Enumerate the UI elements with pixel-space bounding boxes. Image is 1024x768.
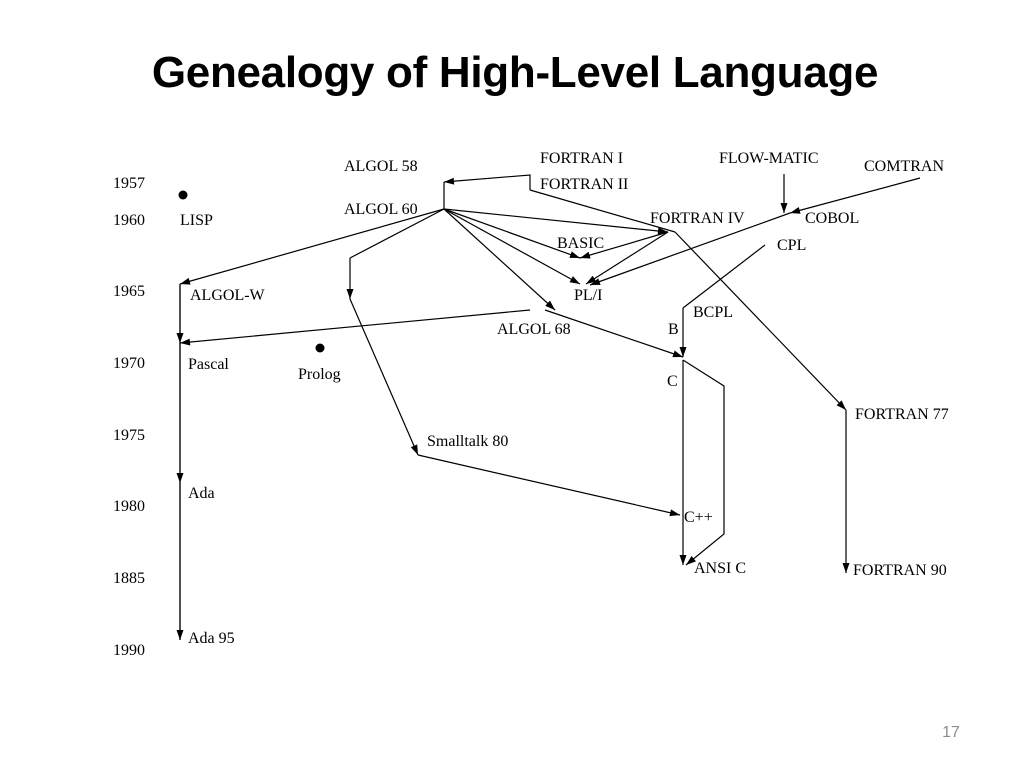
node-c: C	[667, 373, 678, 390]
edge-fortran-i-to-algol-58-arrowhead	[444, 177, 455, 185]
edge-algol-68-to-pascal-arrowhead	[180, 338, 191, 346]
edge-smalltalk-line	[349, 298, 419, 456]
edge-smalltalk-80-to-c-plus-plus	[417, 454, 681, 516]
node-c-plus-plus: C++	[684, 509, 713, 526]
edge-smalltalk-branch-lead-arrowhead	[346, 289, 354, 299]
edge-fortran-iv-to-pl-i	[585, 231, 669, 285]
lisp-origin-dot	[178, 190, 188, 200]
node-fortran-90: FORTRAN 90	[853, 562, 947, 579]
year-label: 1960	[113, 212, 145, 229]
node-algol-58: ALGOL 58	[344, 158, 418, 175]
page-number: 17	[942, 724, 960, 741]
edge-fortran-ii-to-fortran-iv	[529, 189, 676, 233]
edge-fortran-iv-to-pl-i-arrowhead	[586, 275, 597, 284]
edge-algol-60-to-algol-w	[179, 208, 445, 285]
edge-smalltalk-line-arrowhead	[410, 444, 418, 455]
year-label: 1885	[113, 570, 145, 587]
edges-group	[176, 174, 921, 640]
edge-comtran-to-cobol-arrowhead	[790, 207, 801, 214]
year-labels: 1957 1960 1965 1970 1975 1980 1885 1990	[113, 175, 145, 659]
node-algol-60: ALGOL 60	[344, 201, 418, 218]
year-label: 1965	[113, 283, 145, 300]
edge-fortran-iv-to-basic	[579, 231, 669, 259]
edge-fortran-iv-to-fortran-77	[674, 231, 847, 411]
edge-algol-60-to-algol-w-arrowhead	[180, 277, 191, 285]
year-label: 1975	[113, 427, 145, 444]
edge-fortran-iv-to-basic-arrowhead	[580, 251, 591, 259]
node-lisp: LISP	[180, 212, 213, 229]
edge-fortran-i-to-algol-58	[443, 174, 531, 190]
edge-comtran-to-cobol	[789, 177, 921, 214]
edge-algol-60-to-basic	[443, 208, 581, 259]
edge-pascal-to-ada-arrowhead	[176, 473, 184, 483]
edge-cpl-to-bcpl	[682, 244, 766, 309]
edge-algol-68-to-pascal	[179, 309, 531, 344]
edge-algol-60-to-pl-i-arrowhead	[569, 276, 580, 284]
node-fortran-iv: FORTRAN IV	[650, 210, 745, 227]
edge-flow-matic-to-cobol-arrowhead	[780, 203, 788, 213]
year-label: 1957	[113, 175, 145, 192]
edge-algol-60-to-pl-i	[443, 208, 581, 285]
year-label: 1980	[113, 498, 145, 515]
edge-fortran-iv-to-fortran-77-arrowhead	[836, 400, 846, 410]
year-label: 1970	[113, 355, 145, 372]
node-ada: Ada	[188, 485, 215, 502]
year-label: 1990	[113, 642, 145, 659]
node-algol-w: ALGOL-W	[190, 287, 266, 304]
edge-algol-60-to-smalltalk-branch	[349, 208, 445, 259]
edge-fortran-77-to-fortran-90-arrowhead	[842, 563, 850, 573]
node-fortran-ii: FORTRAN II	[540, 176, 628, 193]
edge-c-to-c-plus-plus-arrowhead	[679, 555, 687, 565]
node-fortran-77: FORTRAN 77	[855, 406, 949, 423]
edge-smalltalk-80-to-c-plus-plus-arrowhead	[669, 509, 680, 517]
edge-algol-60-to-fortran-iv-arrowhead	[657, 227, 668, 235]
node-basic: BASIC	[557, 235, 604, 252]
node-pascal: Pascal	[188, 356, 229, 373]
node-smalltalk-80: Smalltalk 80	[427, 433, 508, 450]
node-comtran: COMTRAN	[864, 158, 944, 175]
node-cpl: CPL	[777, 237, 806, 254]
edge-ada-to-ada-95-arrowhead	[176, 630, 184, 640]
node-algol-68: ALGOL 68	[497, 321, 571, 338]
node-fortran-i: FORTRAN I	[540, 150, 623, 167]
node-bcpl: BCPL	[693, 304, 733, 321]
edge-algol-w-to-pascal-arrowhead	[176, 333, 184, 343]
edge-cobol-to-pl-i	[589, 212, 791, 286]
edge-algol-68-to-b-arrowhead	[672, 350, 683, 358]
slide-title: Genealogy of High-Level Language	[151, 48, 879, 97]
edge-algol-60-to-algol-68-arrowhead	[545, 300, 555, 310]
edge-c-to-ansi-c	[682, 359, 725, 566]
node-ada-95: Ada 95	[188, 630, 235, 647]
edge-algol-60-to-basic-arrowhead	[569, 251, 580, 258]
prolog-origin-dot	[315, 343, 325, 353]
node-prolog: Prolog	[298, 366, 341, 383]
edge-bcpl-to-b-arrowhead	[679, 347, 687, 357]
edge-cobol-to-pl-i-arrowhead	[590, 278, 601, 285]
node-b: B	[668, 321, 679, 338]
language-labels: ALGOL 58 FORTRAN I FLOW-MATIC COMTRAN FO…	[180, 150, 949, 647]
edge-algol-60-to-algol-68	[443, 208, 556, 311]
node-pl-i: PL/I	[574, 287, 602, 304]
node-flow-matic: FLOW-MATIC	[719, 150, 819, 167]
node-cobol: COBOL	[805, 210, 859, 227]
node-ansi-c: ANSI C	[694, 560, 746, 577]
edge-c-to-ansi-c-arrowhead	[686, 555, 696, 565]
edge-algol-60-to-fortran-iv	[443, 208, 669, 233]
edge-algol-68-to-b	[544, 309, 684, 358]
